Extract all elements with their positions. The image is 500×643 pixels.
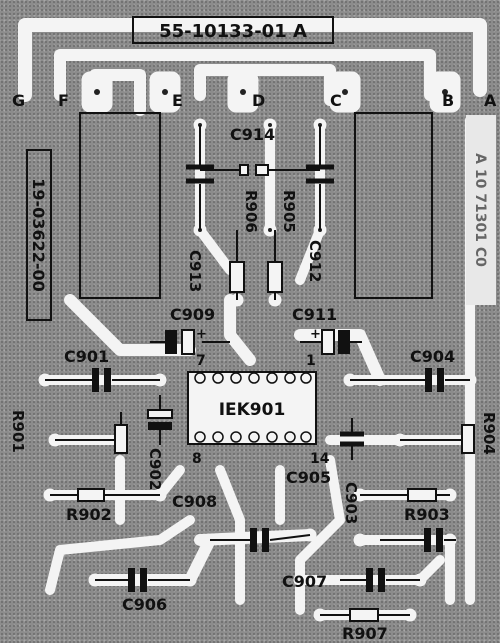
- label-c904: C904: [410, 347, 455, 366]
- label-c902: C902: [146, 448, 164, 490]
- label-c914: C914: [230, 125, 275, 144]
- label-c908: C908: [172, 492, 217, 511]
- ic-package: [187, 371, 317, 445]
- edge-letter-b: B: [442, 91, 454, 110]
- resistor-r904: [400, 424, 475, 454]
- label-c905: C905: [286, 468, 331, 487]
- edge-letter-c: C: [330, 91, 342, 110]
- capacitor-c914: [200, 164, 320, 176]
- module-outline-left: [79, 112, 161, 299]
- side-label-box: [26, 149, 52, 321]
- ic-label: IEK901: [219, 400, 286, 420]
- label-c913: C913: [186, 250, 204, 292]
- label-r903: R903: [404, 505, 450, 524]
- resistor-r902: [50, 488, 160, 502]
- edge-letter-g: G: [12, 91, 25, 110]
- edge-letter-f: F: [58, 91, 69, 110]
- pin-8-label: 8: [192, 451, 202, 467]
- capacitor-c904: [350, 368, 470, 392]
- capacitor-c903: [340, 418, 364, 460]
- capacitor-c907: [340, 568, 420, 592]
- module-outline-right: [354, 112, 433, 299]
- edge-letter-a: A: [484, 91, 497, 110]
- part-number-box: [132, 16, 334, 44]
- side-label: 19-03622-00: [29, 178, 48, 291]
- label-c903: C903: [342, 482, 360, 524]
- capacitor-c912: [306, 125, 334, 230]
- label-c912: C912: [306, 240, 324, 282]
- part-number: 55-10133-01 A: [159, 21, 307, 42]
- capacitor-c911: [300, 329, 362, 355]
- label-r907: R907: [342, 624, 388, 643]
- capacitor-right-lower: [380, 528, 456, 552]
- label-c909: C909: [170, 305, 215, 324]
- pin-7-label: 7: [196, 353, 206, 369]
- svg-text:+: +: [310, 327, 321, 342]
- edge-letter-d: D: [252, 91, 265, 110]
- pin-1-label: 1: [306, 353, 316, 369]
- resistor-r907: [320, 608, 410, 622]
- resistor-r906: [229, 230, 245, 300]
- label-r906: R906: [242, 190, 260, 233]
- svg-text:+: +: [196, 327, 207, 342]
- edge-text: A 10 71301 C0: [472, 153, 488, 267]
- edge-text-strip: [466, 115, 496, 305]
- label-c901: C901: [64, 347, 109, 366]
- resistor-r901: [55, 412, 128, 454]
- label-r905: R905: [280, 190, 298, 233]
- label-r901: R901: [9, 410, 27, 453]
- label-c911: C911: [292, 305, 337, 324]
- resistor-r903: [360, 488, 450, 502]
- label-c906: C906: [122, 595, 167, 614]
- label-r902: R902: [66, 505, 112, 524]
- capacitor-c913: [186, 125, 214, 230]
- capacitor-c909: [150, 329, 230, 355]
- capacitor-c901: [45, 368, 160, 392]
- capacitor-c902: [147, 395, 173, 445]
- capacitor-c908: [210, 528, 311, 552]
- label-c907: C907: [282, 572, 327, 591]
- capacitor-c906: [95, 568, 190, 592]
- pin-14-label: 14: [310, 451, 330, 467]
- resistor-r905: [267, 230, 283, 300]
- label-r904: R904: [480, 412, 498, 455]
- edge-letter-e: E: [172, 91, 183, 110]
